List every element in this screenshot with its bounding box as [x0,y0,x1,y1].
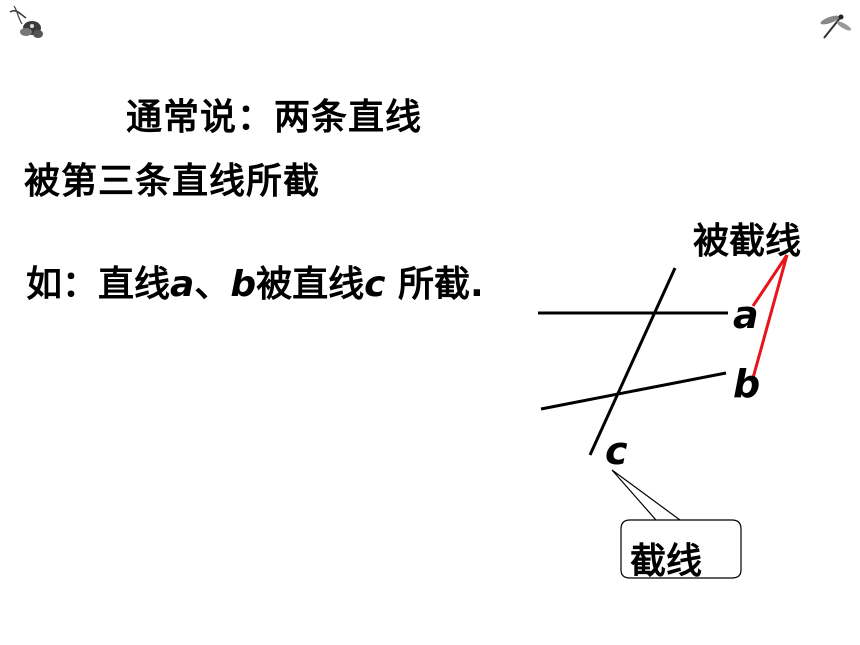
pointer-to-a [751,254,789,307]
label-b: b [733,362,761,406]
example-prefix: 如：直线 [26,264,171,305]
example-sentence: 如：直线a、b被直线c 所截. [26,255,484,307]
label-cut-lines: 被截线 [693,221,802,262]
ink-flower-icon [9,5,43,38]
callout-box [611,469,742,579]
label-c: c [605,429,628,473]
pointer-to-b [751,254,789,379]
var-a: a [170,264,195,305]
dragonfly-icon [820,14,852,39]
line-b [540,371,727,411]
example-middle: 被直线 [256,264,365,305]
var-b: b [230,264,257,305]
intro-line-2: 被第三条直线所截 [24,161,321,202]
label-a: a [733,293,759,337]
callout-label: 截线 [630,541,703,582]
var-c: c [364,264,386,305]
intro-line-1: 通常说：两条直线 [126,97,423,138]
example-sep: 、 [194,264,231,305]
example-suffix: 所截. [385,264,484,305]
line-c [588,267,677,456]
